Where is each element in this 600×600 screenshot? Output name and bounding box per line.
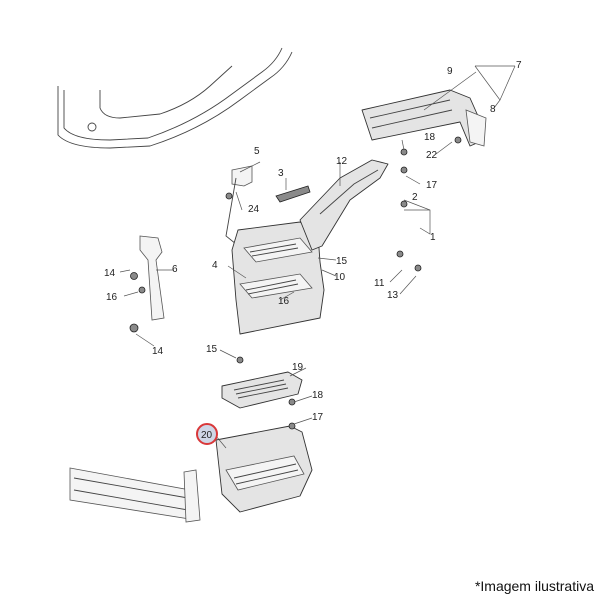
main-step-assembly (231, 221, 325, 335)
callout-13: 13 (387, 290, 399, 301)
callout-15-lower: 15 (206, 344, 218, 355)
callout-10: 10 (334, 272, 346, 283)
callout-7: 7 (516, 60, 522, 71)
leader-lines (119, 65, 516, 449)
callout-17-upper: 17 (426, 180, 438, 191)
callout-16-left: 16 (106, 292, 118, 303)
callout-11: 11 (374, 278, 385, 289)
callout-24: 24 (248, 204, 260, 215)
top-bracket-assembly (361, 89, 487, 147)
callout-17-lower: 17 (312, 412, 324, 423)
callout-labels: 1 2 3 4 5 6 7 8 9 10 11 12 13 14 14 15 1… (104, 60, 522, 441)
callout-2: 2 (412, 192, 418, 203)
callout-8: 8 (490, 104, 496, 115)
callout-1: 1 (430, 232, 436, 243)
fasteners (129, 136, 462, 430)
bumper-frame (69, 467, 201, 523)
lower-step-part-20 (215, 425, 313, 513)
highlight-ring-20 (196, 423, 218, 445)
callout-18-upper: 18 (424, 132, 436, 143)
callout-9: 9 (447, 66, 453, 77)
bracket-part-1 (299, 159, 389, 251)
strip-part-3 (275, 185, 311, 203)
step-plate-part-19 (221, 371, 303, 409)
callout-22: 22 (426, 150, 438, 161)
bracket-part-5 (225, 165, 253, 245)
illustrative-image-note: *Imagem ilustrativa (474, 578, 594, 594)
vehicle-body-outline (57, 47, 293, 149)
callout-14-lower: 14 (152, 346, 164, 357)
callout-18-lower: 18 (312, 390, 324, 401)
callout-14-upper: 14 (104, 268, 116, 279)
bracket-part-6 (139, 235, 165, 321)
callout-3: 3 (278, 168, 284, 179)
callout-6: 6 (172, 264, 178, 275)
callout-20: 20 (201, 430, 213, 441)
callout-5: 5 (254, 146, 260, 157)
callout-12: 12 (336, 156, 348, 167)
callout-16-center: 16 (278, 296, 290, 307)
callout-4: 4 (212, 260, 218, 271)
callout-15-upper: 15 (336, 256, 348, 267)
callout-19: 19 (292, 362, 304, 373)
